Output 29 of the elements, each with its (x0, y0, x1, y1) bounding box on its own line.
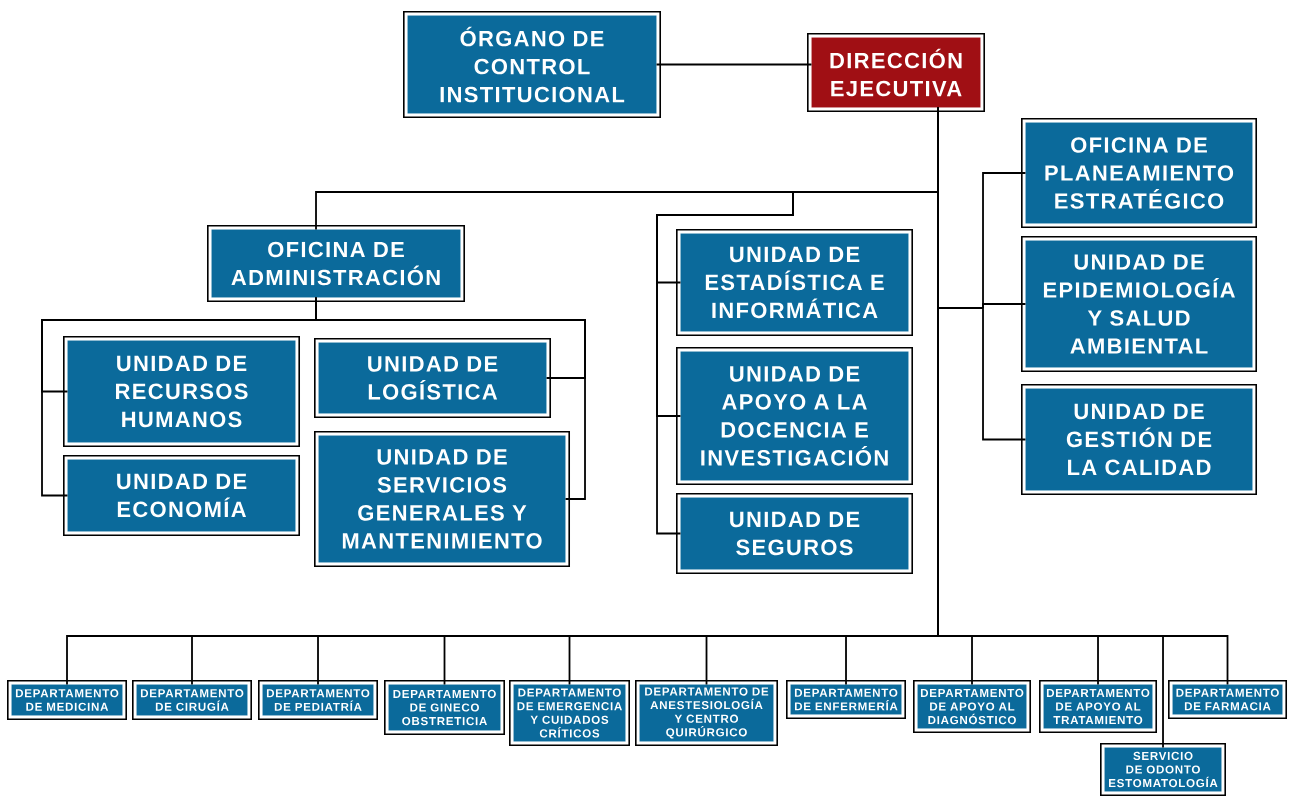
unit-box: ÓRGANO DE CONTROL INSTITUCIONAL (403, 11, 661, 118)
department-box: DEPARTAMENTO DE ANESTESIOLOGÍA Y CENTRO QUIRÚRGICO (635, 680, 778, 746)
connector-line (937, 106, 1164, 749)
unit-box: UNIDAD DE ESTADÍSTICA E INFORMÁTICA (676, 229, 913, 336)
unit-box: UNIDAD DE APOYO A LA DOCENCIA E INVESTIGACIÓN (676, 347, 913, 485)
unit-box: UNIDAD DE EPIDEMIOLOGÍA Y SALUD AMBIENTAL (1021, 236, 1257, 372)
unit-box: UNIDAD DE GESTIÓN DE LA CALIDAD (1021, 384, 1257, 495)
connector-line (315, 296, 586, 500)
department-box: DEPARTAMENTO DE EMERGENCIA Y CUIDADOS CRÍTICOS (509, 680, 630, 746)
unit-box: UNIDAD DE ECONOMÍA (63, 455, 300, 536)
department-box: SERVICIO DE ODONTO ESTOMATOLOGÍA (1100, 743, 1226, 796)
department-box: DEPARTAMENTO DE MEDICINA (7, 680, 127, 720)
connector-line (982, 303, 1027, 309)
unit-box: DIRECCIÓN EJECUTIVA (807, 33, 985, 112)
department-box: DEPARTAMENTO DE APOYO AL DIAGNÓSTICO (913, 680, 1031, 733)
unit-box: UNIDAD DE LOGÍSTICA (314, 338, 551, 418)
department-box: DEPARTAMENTO DE ENFERMERÍA (786, 680, 906, 719)
connector-line (982, 307, 1027, 441)
unit-box: OFICINA DE PLANEAMIENTO ESTRATÉGICO (1021, 118, 1257, 228)
department-box: DEPARTAMENTO DE PEDIATRÍA (258, 680, 378, 720)
unit-box: UNIDAD DE RECURSOS HUMANOS (63, 336, 300, 447)
department-box: DEPARTAMENTO DE FARMACIA (1168, 680, 1287, 719)
department-box: DEPARTAMENTO DE APOYO AL TRATAMIENTO (1039, 680, 1157, 733)
department-box: DEPARTAMENTO DE CIRUGÍA (132, 680, 252, 720)
connector-line (655, 63, 813, 66)
unit-box: UNIDAD DE SEGUROS (676, 493, 913, 574)
unit-box: OFICINA DE ADMINISTRACIÓN (207, 225, 465, 302)
unit-box: UNIDAD DE SERVICIOS GENERALES Y MANTENIMIENTO (314, 431, 570, 567)
department-box: DEPARTAMENTO DE GINECO OBSTRETICIA (384, 680, 505, 735)
